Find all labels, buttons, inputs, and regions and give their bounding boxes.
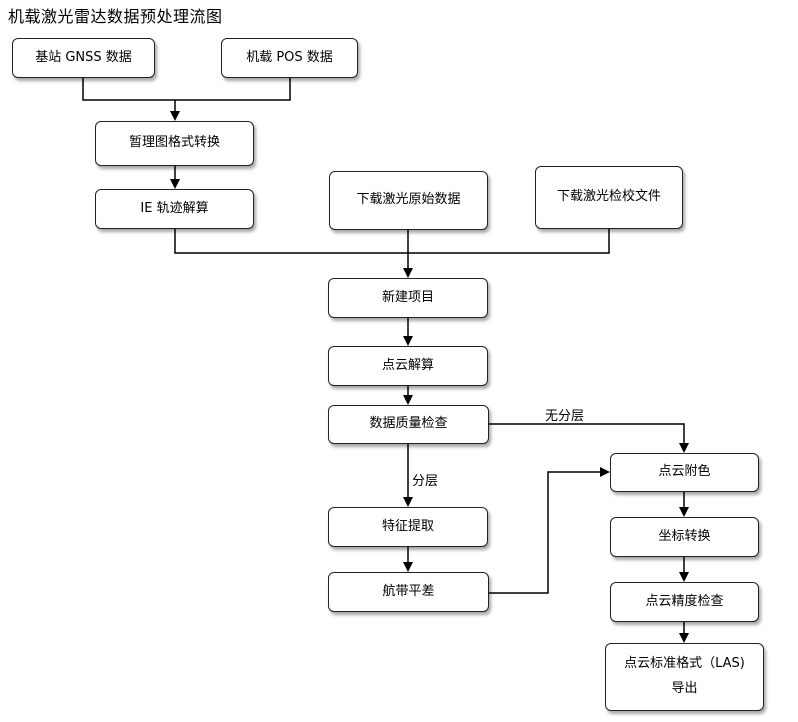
arrow-no-layer-to-colorize [489,423,689,453]
node-feature-extract: 特征提取 [328,507,488,547]
node-accuracy-check-label: 点云精度检查 [645,593,724,609]
node-download-raw-label: 下载激光原始数据 [356,192,461,208]
node-pc-solve: 点云解算 [328,346,488,386]
node-coord-transform-label: 坐标转换 [658,528,711,544]
node-colorize: 点云附色 [610,453,759,492]
node-new-project: 新建项目 [328,278,488,318]
node-las-export-label-line2: 导出 [671,681,698,696]
node-las-export-label-line1: 点云标准格式（LAS) [624,656,745,672]
node-las-export: 点云标准格式（LAS) 导出 [605,643,764,711]
node-ie-solve: IE 轨迹解算 [95,189,254,229]
node-download-calib-label: 下载激光检校文件 [556,189,661,205]
node-strip-adjust: 航带平差 [328,572,489,612]
node-download-calib: 下载激光检校文件 [535,166,683,229]
node-coord-transform: 坐标转换 [610,517,759,557]
edge-label-layer: 分层 [412,474,439,489]
node-ie-solve-label: IE 轨迹解算 [140,200,209,216]
node-pos-data: 机载 POS 数据 [221,38,358,78]
connector-gnss [82,78,175,101]
node-format-convert-label: 暂理图格式转换 [128,135,220,151]
diagram-title: 机载激光雷达数据预处理流图 [8,7,223,26]
node-new-project-label: 新建项目 [381,289,434,305]
node-pc-solve-label: 点云解算 [381,357,434,373]
node-format-convert: 暂理图格式转换 [95,121,254,166]
node-colorize-label: 点云附色 [658,464,711,480]
connector-pos [175,78,291,101]
node-quality-check: 数据质量检查 [328,405,489,444]
connector-ie-solve [174,229,408,254]
node-accuracy-check: 点云精度检查 [610,582,759,622]
node-feature-extract-label: 特征提取 [381,518,434,534]
node-strip-adjust-label: 航带平差 [382,583,435,599]
arrow-strip-adjust-to-colorize [489,467,610,594]
node-download-raw: 下载激光原始数据 [329,171,488,230]
node-gnss-data: 基站 GNSS 数据 [12,38,155,78]
connector-download-calib [408,229,610,254]
node-quality-check-label: 数据质量检查 [369,416,448,432]
node-pos-data-label: 机载 POS 数据 [246,49,333,65]
edge-label-no-layer: 无分层 [545,409,585,424]
node-gnss-data-label: 基站 GNSS 数据 [35,49,132,65]
